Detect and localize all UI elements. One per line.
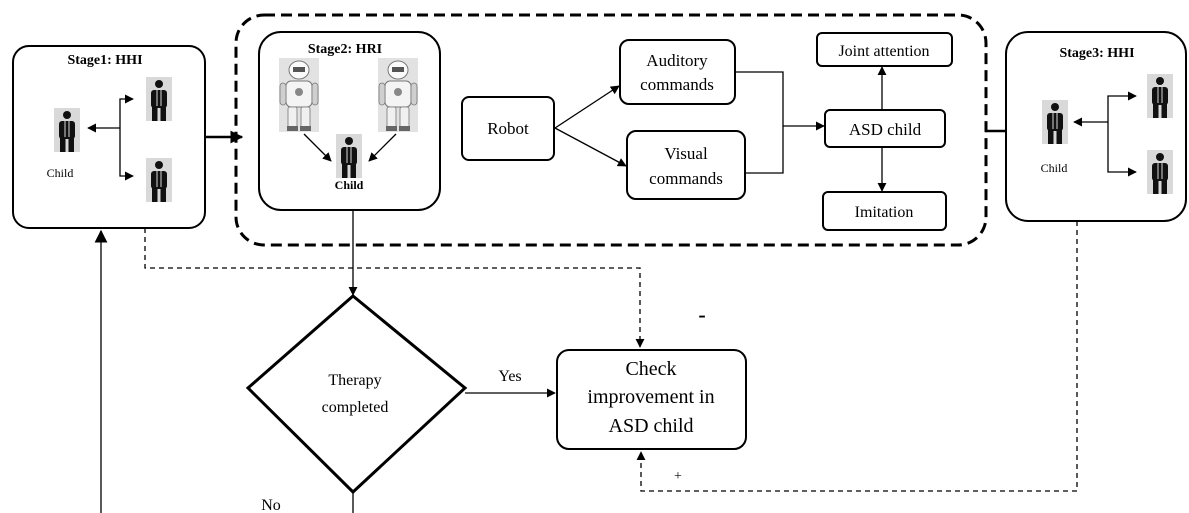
- check-line3: ASD child: [609, 415, 694, 437]
- stage1-connector-top: [119, 94, 134, 128]
- joint-attention-box: [816, 32, 953, 67]
- joint-attention-label: Joint attention: [838, 43, 929, 60]
- imitation-box: [822, 191, 947, 231]
- person-icon: [1041, 99, 1069, 145]
- stage2-title: Stage2: HRI: [308, 42, 382, 57]
- person-icon: [335, 133, 363, 179]
- stage3-feedback-dashed-arrow: [636, 221, 1078, 492]
- person-icon: [145, 157, 173, 203]
- stage1-title: Stage1: HHI: [67, 53, 142, 68]
- stage1-feedback-dashed-arrow: [144, 228, 645, 348]
- decision-line1: Therapy: [328, 372, 381, 389]
- check-line1: Check: [625, 358, 676, 380]
- stage1-box: [12, 45, 206, 229]
- stage3-title: Stage3: HHI: [1059, 46, 1134, 61]
- check-improvement-box: [556, 349, 747, 450]
- stage1-connector-bottom: [119, 128, 134, 181]
- robot-box: [461, 96, 555, 161]
- stage1-child-label: Child: [47, 166, 74, 180]
- auditory-commands-box: [619, 39, 736, 105]
- visual-line2: commands: [649, 169, 723, 188]
- check-line2: improvement in: [587, 386, 714, 408]
- auditory-line2: commands: [640, 75, 714, 94]
- visual-commands-box: [626, 130, 746, 200]
- person-icon: [1146, 73, 1174, 119]
- stage3-connector-top: [1107, 91, 1137, 122]
- robot-to-child-arrow-right: [368, 133, 397, 162]
- commands-merge-line: [735, 71, 784, 174]
- imitation-label: Imitation: [855, 204, 914, 221]
- person-icon: [53, 107, 81, 153]
- robot-to-child-arrow-left: [303, 133, 332, 162]
- robot-icon: [278, 57, 320, 133]
- stage2-child-label: Child: [335, 178, 364, 192]
- no-label: No: [261, 497, 281, 513]
- person-icon: [1146, 149, 1174, 195]
- robot-icon: [377, 57, 419, 133]
- therapy-completed-diamond: [245, 294, 468, 495]
- decision-line2: completed: [322, 399, 389, 416]
- asd-child-label: ASD child: [849, 120, 922, 139]
- robot-label: Robot: [487, 119, 529, 138]
- person-icon: [145, 76, 173, 122]
- auditory-line1: Auditory: [646, 51, 708, 70]
- robot-to-visual-arrow: [554, 127, 627, 167]
- stage3-child-label: Child: [1041, 161, 1068, 175]
- plus-sign: +: [674, 469, 682, 484]
- asd-child-box: [824, 109, 946, 148]
- minus-sign: -: [698, 302, 705, 327]
- yes-label: Yes: [498, 368, 521, 385]
- stage3-box: [1005, 31, 1187, 222]
- robot-to-auditory-arrow: [554, 85, 620, 129]
- stage3-connector-bottom: [1107, 122, 1137, 177]
- visual-line1: Visual: [664, 144, 708, 163]
